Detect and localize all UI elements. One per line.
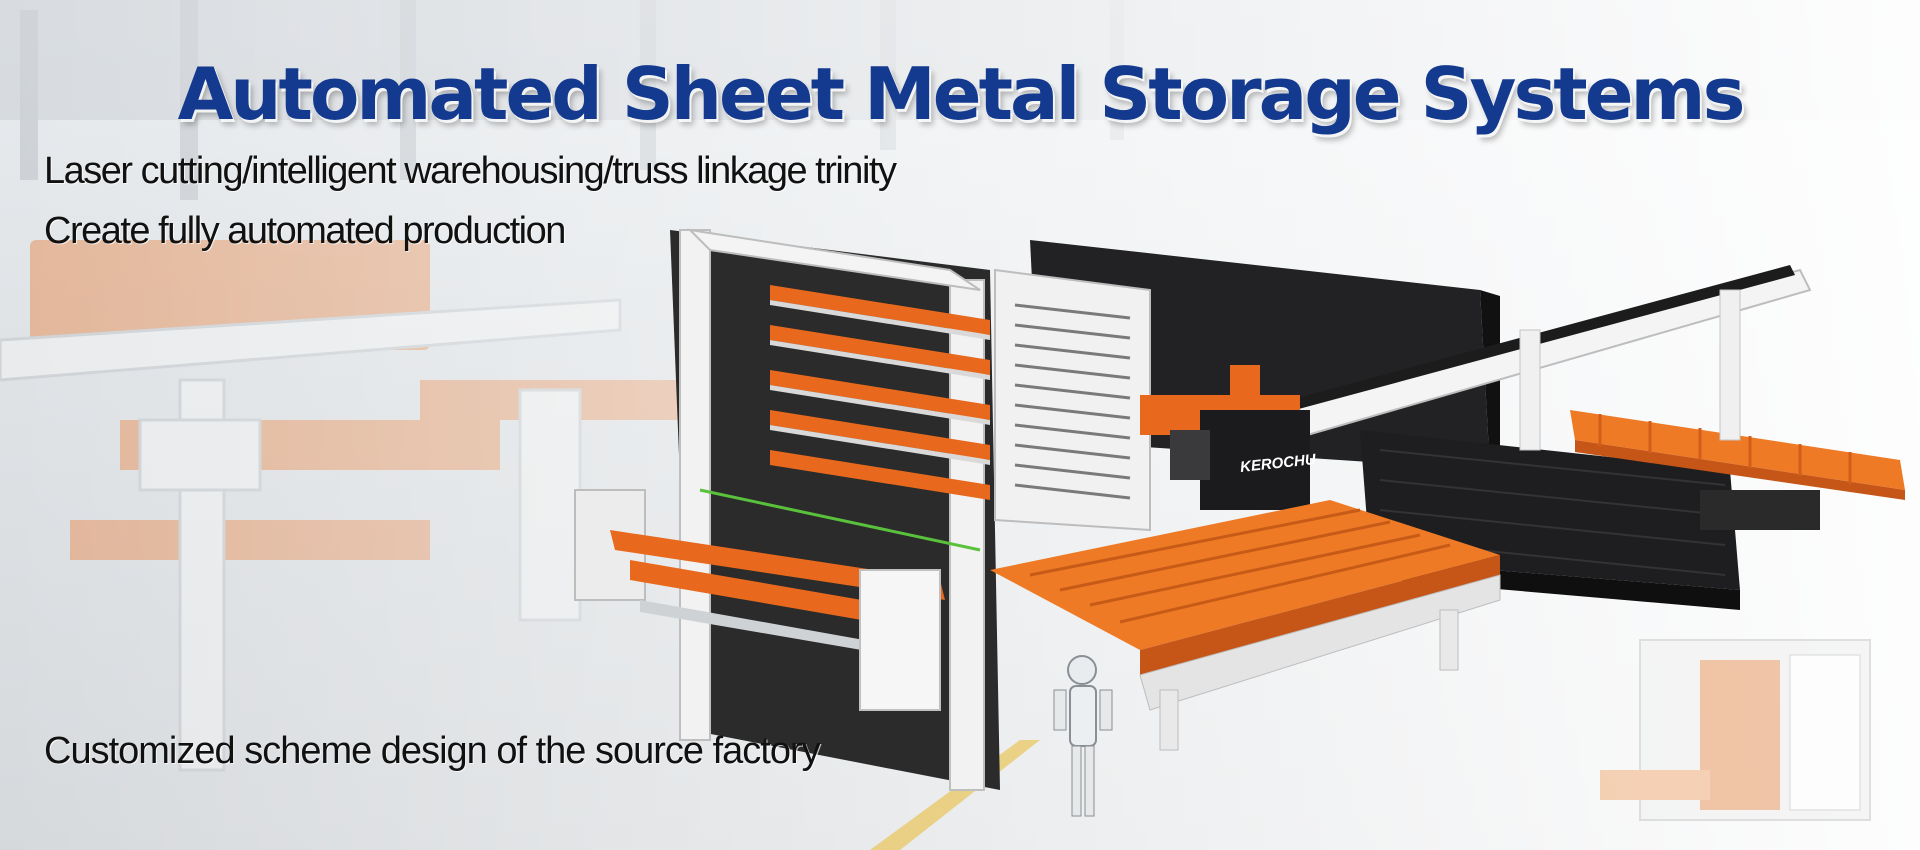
gantry-carriage — [1140, 365, 1310, 510]
loading-platform-orange — [990, 500, 1501, 751]
robot-figure — [1053, 655, 1113, 817]
banner-title: Automated Sheet Metal Storage Systems — [177, 52, 1746, 136]
loading-conveyor-left — [574, 488, 981, 711]
exchange-table-orange — [1570, 410, 1905, 530]
subtitle-line-2: Create fully automated production — [44, 210, 566, 252]
customization-tagline: Customized scheme design of the source f… — [44, 730, 821, 772]
secondary-storage-rack — [1600, 639, 1871, 821]
subtitle-line-1: Laser cutting/intelligent warehousing/tr… — [44, 150, 897, 192]
truss-gantry-beam — [1278, 265, 1812, 451]
